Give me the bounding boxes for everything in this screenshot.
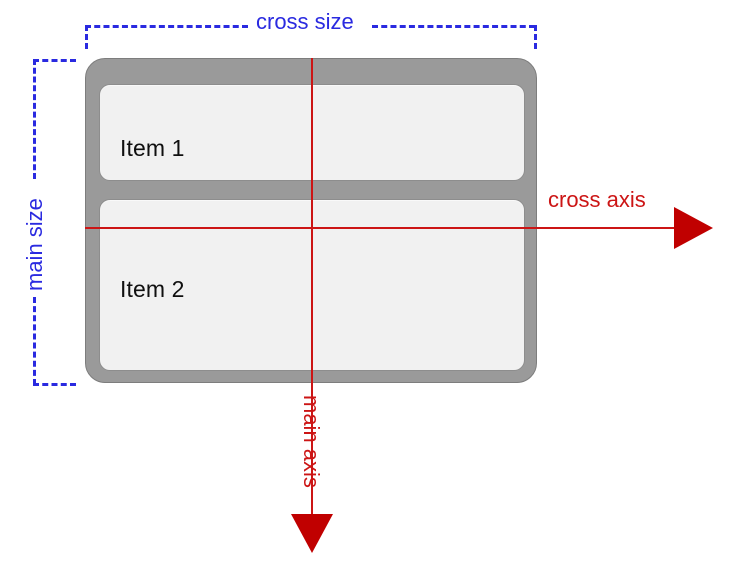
main-size-label: main size <box>22 198 47 291</box>
cross-size-bracket-left-segment <box>85 25 248 28</box>
main-size-bracket-bottom-tick <box>33 383 76 386</box>
main-size-bracket-top-segment <box>33 59 36 179</box>
flex-item-1-label: Item 1 <box>120 135 185 161</box>
main-size-bracket-top-tick <box>33 59 76 62</box>
cross-axis-line <box>85 227 688 229</box>
main-axis-arrowhead-icon <box>291 514 333 553</box>
main-axis-label: main axis <box>299 395 324 488</box>
flex-item-2-label: Item 2 <box>120 276 185 302</box>
cross-size-bracket-right-tick <box>534 25 537 49</box>
main-axis-line <box>311 58 313 522</box>
cross-size-bracket-left-tick <box>85 25 88 49</box>
cross-size-bracket-right-segment <box>372 25 535 28</box>
main-size-bracket-bottom-segment <box>33 297 36 385</box>
cross-axis-arrowhead-icon <box>674 207 713 249</box>
cross-size-label: cross size <box>256 9 354 34</box>
cross-axis-label: cross axis <box>548 187 646 212</box>
